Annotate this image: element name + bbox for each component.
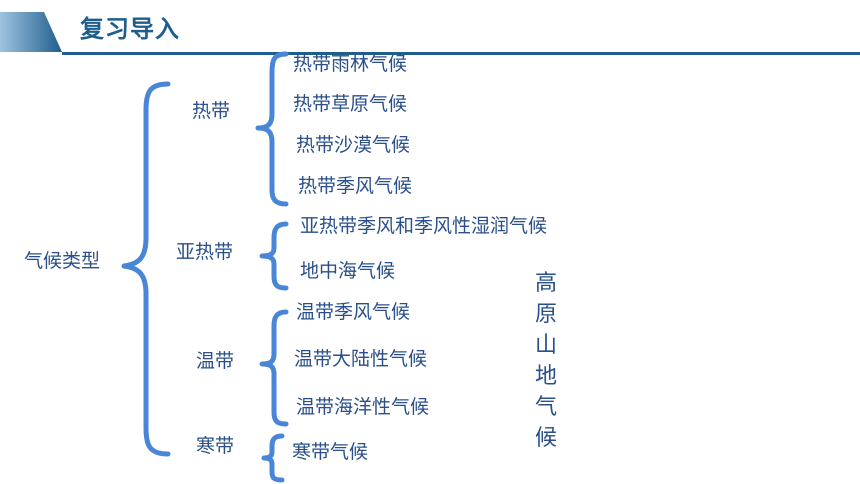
climate-tropical-monsoon: 热带季风气候 [298,175,413,197]
root-label: 气候类型 [24,250,101,272]
temperate-brace [259,309,289,427]
climate-temperate-continental: 温带大陆性气候 [294,348,428,370]
tropical-brace [255,51,289,207]
header-accent-shape [0,12,62,52]
header-divider [62,52,860,55]
page-title: 复习导入 [80,15,180,43]
highland-char: 高 [534,271,557,296]
highland-char: 候 [534,426,557,451]
highland-char: 原 [534,302,557,327]
zone-label-frigid: 寒带 [196,435,235,457]
highland-char: 地 [534,364,557,389]
climate-tropical-savanna: 热带草原气候 [293,93,408,115]
climate-tropical-rainforest: 热带雨林气候 [293,53,408,75]
zone-label-temperate: 温带 [196,350,235,372]
climate-temperate-maritime: 温带海洋性气候 [296,396,430,418]
frigid-brace [261,433,285,483]
climate-temperate-monsoon: 温带季风气候 [296,301,411,323]
climate-tropical-desert: 热带沙漠气候 [296,134,411,156]
highland-char: 山 [534,333,557,358]
climate-mediterranean: 地中海气候 [300,260,396,282]
zone-label-subtropical: 亚热带 [176,241,234,263]
zone-label-tropical: 热带 [192,100,231,122]
climate-subtropical-monsoon-humid: 亚热带季风和季风性湿润气候 [300,215,548,237]
highland-char: 气 [534,395,557,420]
climate-frigid: 寒带气候 [292,441,369,463]
subtropical-brace [259,221,289,291]
main-brace [121,81,171,457]
highland-climate-label: 高 原 山 地 气 候 [532,268,560,454]
